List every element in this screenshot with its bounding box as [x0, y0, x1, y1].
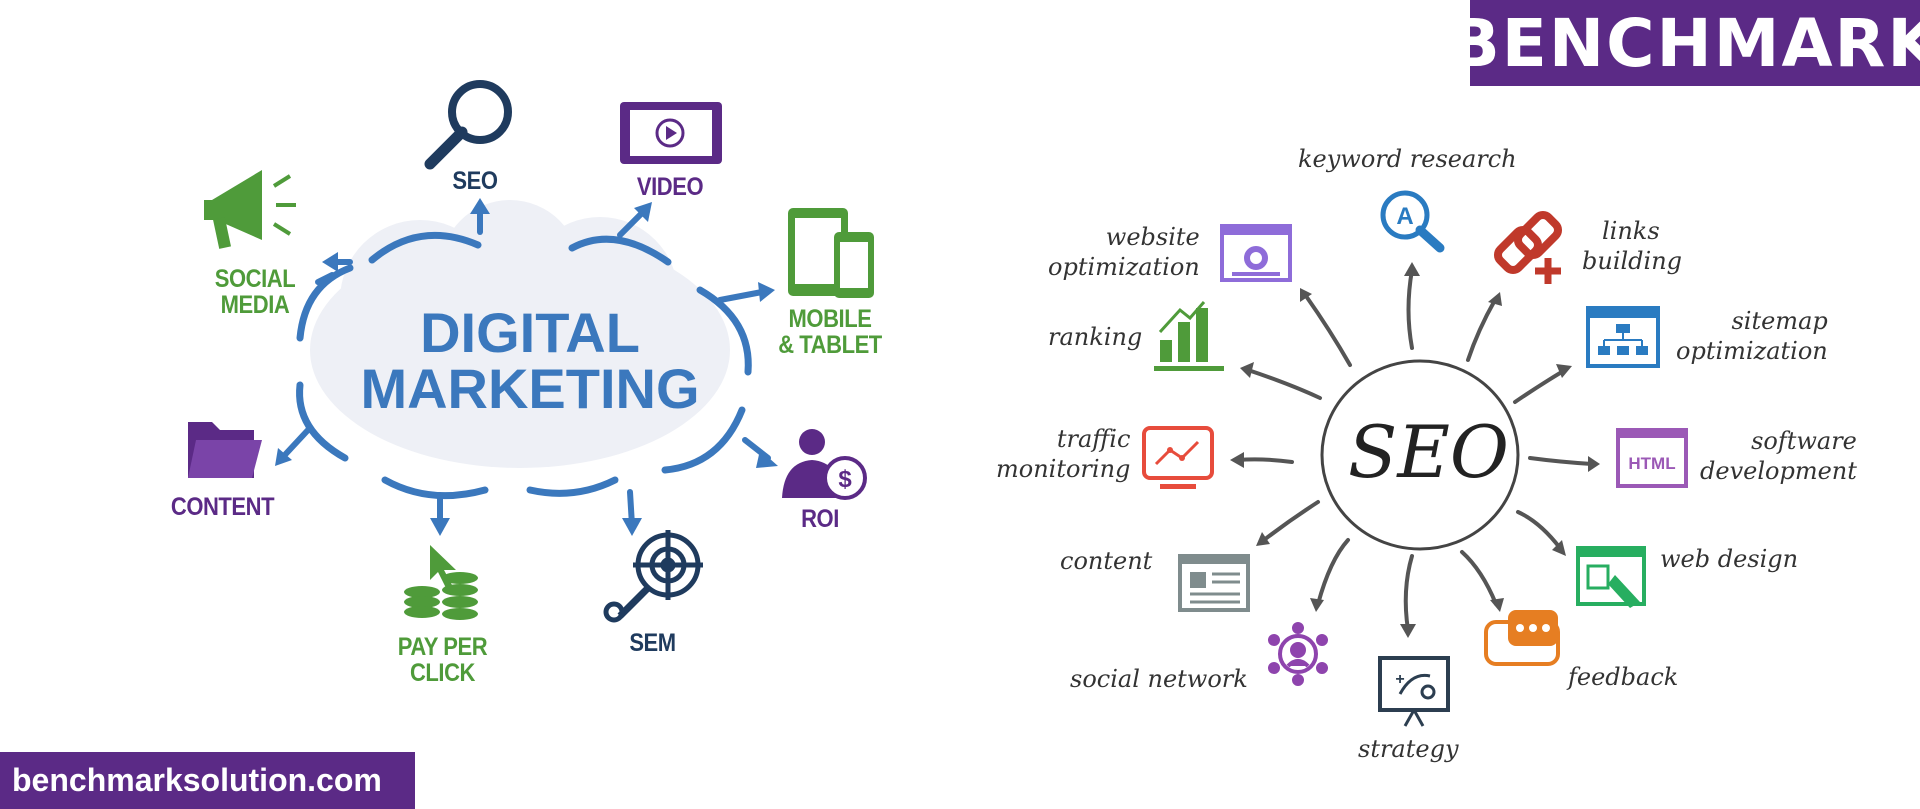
seo-label-content: content [1060, 547, 1153, 575]
traffic-monitor-icon [1142, 426, 1214, 489]
video-player-icon [620, 102, 722, 164]
folder-icon [188, 422, 262, 478]
html-icon-text: HTML [1628, 454, 1675, 473]
seo-label-keyword-research: keyword research [1298, 145, 1517, 173]
website-banner: benchmarksolution.com [0, 752, 415, 809]
bar-chart-icon [1154, 301, 1224, 371]
svg-text:A: A [1396, 203, 1413, 230]
cloud-outline [296, 231, 752, 500]
dm-title-line1: DIGITAL [420, 301, 640, 364]
magnifier-letter-icon: A [1380, 190, 1445, 253]
seo-label-social-network: social network [1070, 665, 1248, 693]
cloud-shape [310, 200, 730, 468]
brand-logo-box: BENCHMARK [1449, 0, 1920, 86]
website-url: benchmarksolution.com [12, 762, 382, 798]
seo-center-label: SEO [1348, 410, 1509, 494]
seo-label-strategy: strategy [1358, 735, 1459, 763]
sitemap-icon [1586, 306, 1660, 368]
businessman-dollar-icon: $ [782, 429, 867, 500]
social-network-icon [1268, 622, 1328, 686]
strategy-board-icon: + [1378, 656, 1450, 727]
magnifier-icon [424, 80, 512, 170]
dm-label-roi: ROI [801, 505, 839, 533]
svg-text:+: + [1395, 671, 1404, 688]
brand-logo-text: BENCHMARK [1449, 4, 1920, 82]
seo-label-feedback: feedback [1568, 663, 1679, 691]
dm-label-video: VIDEO [636, 173, 704, 201]
chain-link-icon [1493, 210, 1563, 284]
mobile-tablet-icon [788, 208, 874, 298]
dm-label-seo: SEO [452, 167, 498, 195]
dm-label-mobile-tablet: MOBILE& TABLET [778, 305, 882, 359]
speech-bubble-icon [1484, 610, 1560, 666]
seo-label-ranking: ranking [1048, 323, 1143, 351]
dm-title-line2: MARKETING [360, 357, 700, 420]
megaphone-icon [204, 170, 296, 249]
coins-cursor-icon [404, 545, 478, 620]
target-key-icon [603, 530, 703, 623]
html-icon: HTML [1616, 428, 1688, 488]
website-gear-icon [1220, 224, 1292, 282]
content-page-icon [1178, 554, 1250, 612]
dm-label-sem: SEM [629, 629, 676, 657]
seo-center-circle [1320, 359, 1520, 551]
web-design-icon [1576, 546, 1646, 608]
dm-label-content: CONTENT [170, 493, 275, 521]
svg-text:$: $ [838, 466, 852, 493]
seo-label-web-design: web design [1660, 545, 1799, 573]
